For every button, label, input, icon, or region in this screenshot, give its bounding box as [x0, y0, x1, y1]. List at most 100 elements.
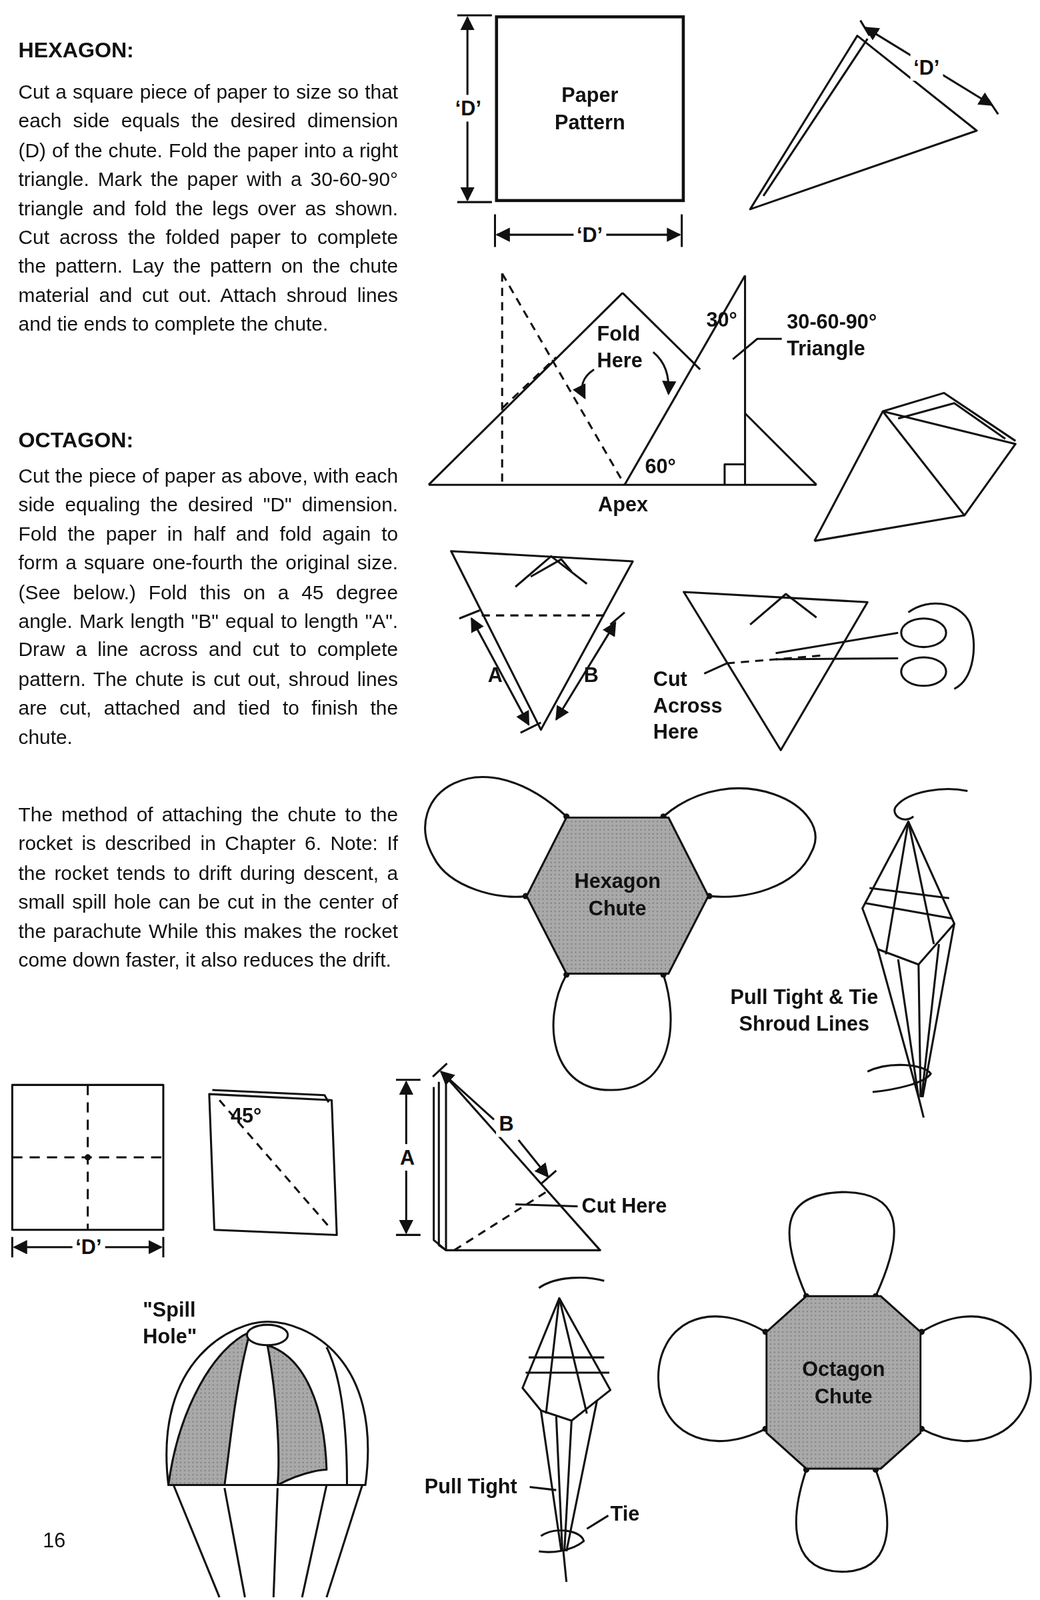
cone-measure-part [459, 610, 480, 618]
hanging-chute-small-part [538, 1277, 604, 1288]
hanging-chute-part [894, 806, 914, 820]
spill-hole-parachute-part [273, 1488, 278, 1598]
octagon-canopy-part [658, 1316, 766, 1442]
octagon-steps-part [12, 1084, 164, 1230]
fold-diagram-part-part [502, 357, 556, 409]
hanging-chute-small-part [528, 1356, 604, 1359]
cone-measure-part [556, 622, 616, 720]
spill-hole-parachute-part [246, 1324, 288, 1346]
hanging-chute-part [862, 821, 955, 964]
body-text: Cut the piece of paper as above, with ea… [18, 461, 398, 752]
node-label: Hexagon Chute [561, 868, 674, 924]
node-outline [525, 816, 710, 975]
octagon-steps-part [219, 1100, 332, 1230]
cone-cut-part [704, 663, 727, 674]
fold-diagram-part [745, 413, 817, 485]
hexagon-canopy [425, 777, 816, 1090]
hanging-chute-part [896, 789, 968, 807]
hexagon-canopy-part [522, 813, 713, 978]
octagon-canopy-part [921, 1316, 1031, 1442]
folded-shape-part [882, 411, 964, 516]
cone-measure-part [610, 612, 624, 625]
folded-shape [814, 392, 1016, 541]
folded-triangle-part [763, 38, 868, 196]
hexagon-chute: Hexagon Chute [525, 816, 710, 975]
folded-shape-part [814, 411, 1016, 541]
hanging-chute-small-part [566, 1400, 598, 1552]
cone-cut-part [908, 603, 974, 689]
hanging-chute-small-part [538, 1530, 584, 1552]
dimension-label: B [584, 661, 599, 688]
folded-shape-part [882, 392, 1016, 441]
octagon-steps-part [396, 1234, 421, 1236]
hanging-chute-part [865, 903, 952, 919]
octagon-canopy-part [789, 1192, 894, 1296]
octagon-chute: Octagon Chute [765, 1294, 922, 1471]
spill-hole-parachute-part [224, 1488, 246, 1598]
fold-diagram-part [653, 352, 669, 394]
hanging-chute-small-part [586, 1515, 608, 1529]
hanging-chute-part [867, 1064, 931, 1092]
spill-hole-parachute-part [326, 1484, 363, 1597]
spill-hole-parachute-part [173, 1484, 220, 1597]
hanging-chute-part [918, 1097, 924, 1118]
body-text: Cut a square piece of paper to size so t… [18, 77, 398, 338]
octagon-steps-part [209, 1094, 337, 1235]
hanging-chute-part [886, 821, 909, 954]
angle-label: 60° [645, 453, 676, 480]
section-heading: HEXAGON: [18, 36, 134, 64]
cone-cut-part [775, 658, 898, 660]
octagon-canopy-part [796, 1470, 887, 1572]
square-dimension [457, 15, 682, 248]
octagon-steps-part [212, 1090, 329, 1102]
dimension-label: A [488, 661, 503, 688]
dimension-label: ‘D’ [910, 54, 943, 81]
octagon-steps-part [515, 1204, 578, 1206]
cone-measure-part [471, 618, 529, 725]
spill-hole-parachute-part [302, 1484, 327, 1597]
hanging-chute-small-part [525, 1372, 610, 1374]
dimension-label: B [496, 1110, 517, 1138]
hanging-chute [862, 789, 968, 1118]
part-label: 30-60-90° Triangle [786, 308, 908, 362]
fold-diagram-part [428, 484, 817, 486]
fold-diagram [428, 273, 817, 485]
dimension-label: ‘D’ [452, 94, 484, 122]
dimension-label: ‘D’ [72, 1234, 105, 1261]
cone-cut-part [684, 592, 868, 750]
paper-pattern-box: Paper Pattern [494, 15, 685, 202]
cone-measure-part [520, 722, 542, 733]
octagon-steps-part [84, 1154, 91, 1160]
octagon-steps-part [540, 1170, 556, 1184]
folded-triangle-part [988, 98, 998, 114]
octagon-steps-part [405, 1082, 408, 1146]
octagon-steps [12, 1063, 600, 1258]
fold-diagram-part [582, 369, 594, 398]
hanging-chute-part [869, 888, 949, 898]
instruction-label: Cut Across Here [653, 665, 738, 745]
instruction-label: Fold Here [597, 320, 657, 374]
hanging-chute-part [918, 964, 921, 1098]
fold-diagram-part [744, 275, 746, 485]
octagon-steps-part [396, 1078, 421, 1081]
cone-cut-part [775, 632, 898, 654]
fold-diagram-part-part [501, 273, 504, 485]
hanging-chute-small-part [559, 1298, 587, 1414]
spill-hole-parachute-part [326, 1347, 348, 1486]
hanging-chute-small-part [546, 1298, 560, 1414]
octagon-steps-part [434, 1086, 446, 1250]
fold-diagram-part [428, 292, 623, 485]
square-dimension-part [494, 214, 496, 247]
folded-triangle [750, 20, 998, 210]
hanging-chute-part [908, 821, 934, 944]
instruction-label: Pull Tight & Tie Shroud Lines [712, 984, 897, 1038]
cone-measure-part [482, 614, 610, 617]
square-dimension-part [457, 201, 492, 204]
octagon-steps-part [162, 1236, 164, 1258]
instruction-label: Cut Here [582, 1192, 668, 1219]
fold-diagram-part [732, 338, 782, 360]
octagon-steps-part [405, 1169, 408, 1233]
hanging-chute-part [898, 959, 919, 1098]
octagon-steps-part [446, 1076, 600, 1250]
